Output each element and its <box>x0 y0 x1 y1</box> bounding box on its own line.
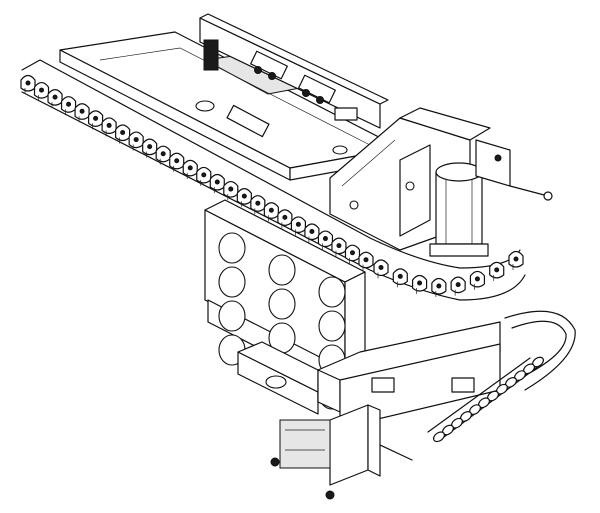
tool-pocket <box>263 202 279 222</box>
tool-pocket <box>290 216 306 236</box>
column-hole <box>218 266 246 298</box>
tool-pocket <box>331 237 347 257</box>
tool-pocket <box>304 223 320 243</box>
tool-pocket <box>60 96 77 116</box>
column-hole <box>268 254 296 286</box>
tool-pocket <box>196 166 212 186</box>
tool-pocket <box>373 259 389 279</box>
column-hole <box>218 300 246 332</box>
column-hole <box>318 310 346 342</box>
cable-links <box>433 356 544 443</box>
tool-pocket <box>101 117 117 137</box>
tool-chain <box>20 59 526 301</box>
column-hole <box>268 288 296 320</box>
tool-pocket <box>344 244 361 264</box>
tool-pocket <box>155 145 171 165</box>
pneumatic-cylinder <box>429 139 553 257</box>
tool-pocket <box>223 180 239 201</box>
column-hole <box>218 232 246 264</box>
cable-chain <box>427 356 544 443</box>
tool-pocket <box>411 274 428 295</box>
tool-pocket <box>236 188 252 208</box>
tool-pocket <box>489 261 505 281</box>
tool-pocket <box>33 81 50 102</box>
tool-pockets <box>20 74 524 297</box>
tool-pocket <box>209 173 225 193</box>
tool-pocket <box>508 250 524 270</box>
tool-pocket <box>469 270 486 290</box>
drive-bracket <box>329 107 491 251</box>
tool-pocket <box>74 103 90 123</box>
tool-pocket <box>431 277 447 297</box>
clamp-block <box>270 404 413 500</box>
tool-pocket <box>358 251 374 271</box>
cable-link <box>433 431 445 443</box>
column-hole <box>318 276 346 308</box>
tool-pocket <box>317 230 334 250</box>
tool-pocket <box>392 268 408 288</box>
tool-pocket <box>450 276 466 296</box>
valve-manifold <box>199 13 389 129</box>
tool-pocket <box>115 124 131 144</box>
base-plate <box>237 341 343 415</box>
tool-pocket <box>277 209 293 229</box>
tool-pocket <box>250 195 266 215</box>
tool-pocket <box>47 89 63 109</box>
tool-pocket <box>20 74 36 94</box>
